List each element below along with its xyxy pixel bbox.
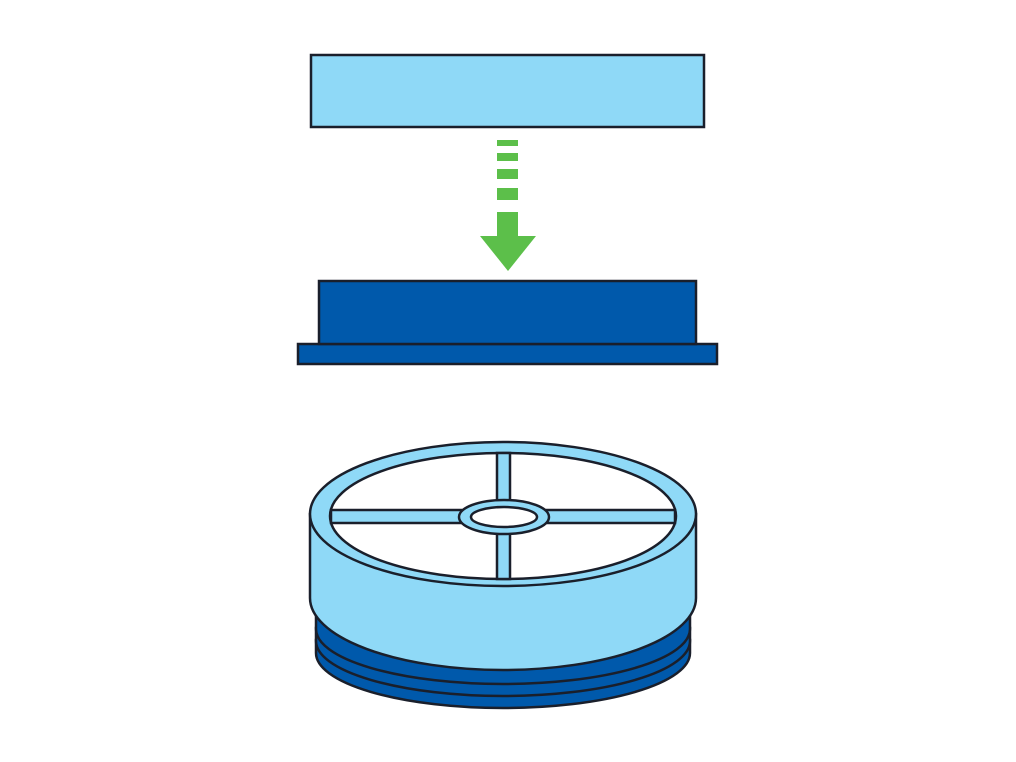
arrow-dash-4 [497,188,518,200]
filter-tray [296,279,719,366]
arrow-dash-2 [497,153,518,161]
filter-tray-base [296,342,719,366]
arrow-dash-1 [497,140,518,146]
arrow-dash-3 [497,169,518,179]
filter-hub-hole [469,505,539,529]
insert-direction-arrow-icon [480,140,536,271]
arrow-shaft [497,212,518,242]
round-filter-unit [308,440,698,710]
foam-filter-pad [309,53,706,129]
foam-filter-pad-body [309,53,706,129]
filter-tray-top [317,279,698,346]
arrow-head [480,236,536,271]
